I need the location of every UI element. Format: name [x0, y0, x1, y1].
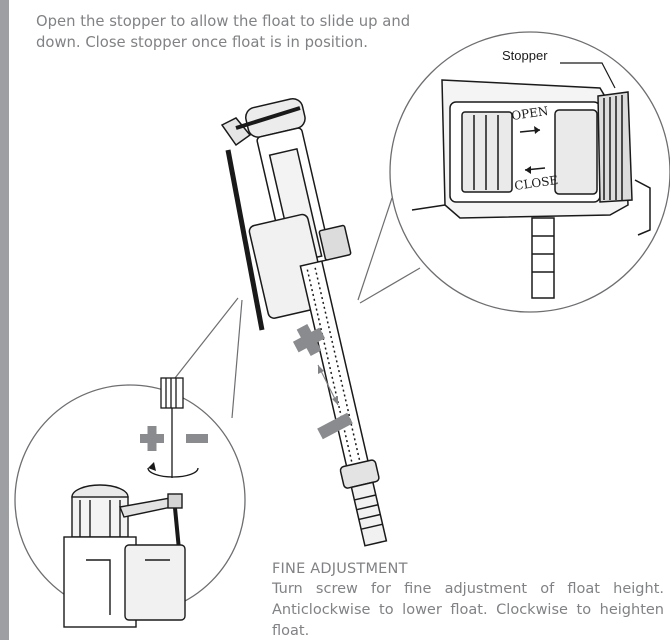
minus-icon-small	[186, 434, 208, 443]
plus-icon	[292, 323, 326, 357]
fine-adjustment-instructions: FINE ADJUSTMENT Turn screw for fine adju…	[272, 559, 664, 642]
fine-adjustment-title: FINE ADJUSTMENT	[272, 561, 408, 577]
rotation-arrow-icon	[147, 467, 199, 478]
close-label: CLOSE	[513, 173, 558, 193]
stopper-instruction-text: Open the stopper to allow the float to s…	[36, 13, 411, 51]
minus-icon	[317, 412, 353, 440]
screwdriver	[160, 377, 184, 478]
stopper-label: Stopper	[502, 48, 548, 63]
open-label: OPEN	[510, 104, 549, 123]
stopper-detail	[411, 79, 651, 299]
stopper-callout: OPEN CLOSE Stopper	[357, 31, 670, 313]
float-height-indicator	[292, 323, 353, 440]
fine-adjustment-callout	[14, 297, 246, 628]
valve-top-detail	[63, 484, 186, 628]
fill-valve	[220, 98, 388, 547]
left-border-bar	[0, 0, 9, 640]
fine-adjustment-body: Turn screw for fine adjustment of float …	[272, 581, 664, 639]
